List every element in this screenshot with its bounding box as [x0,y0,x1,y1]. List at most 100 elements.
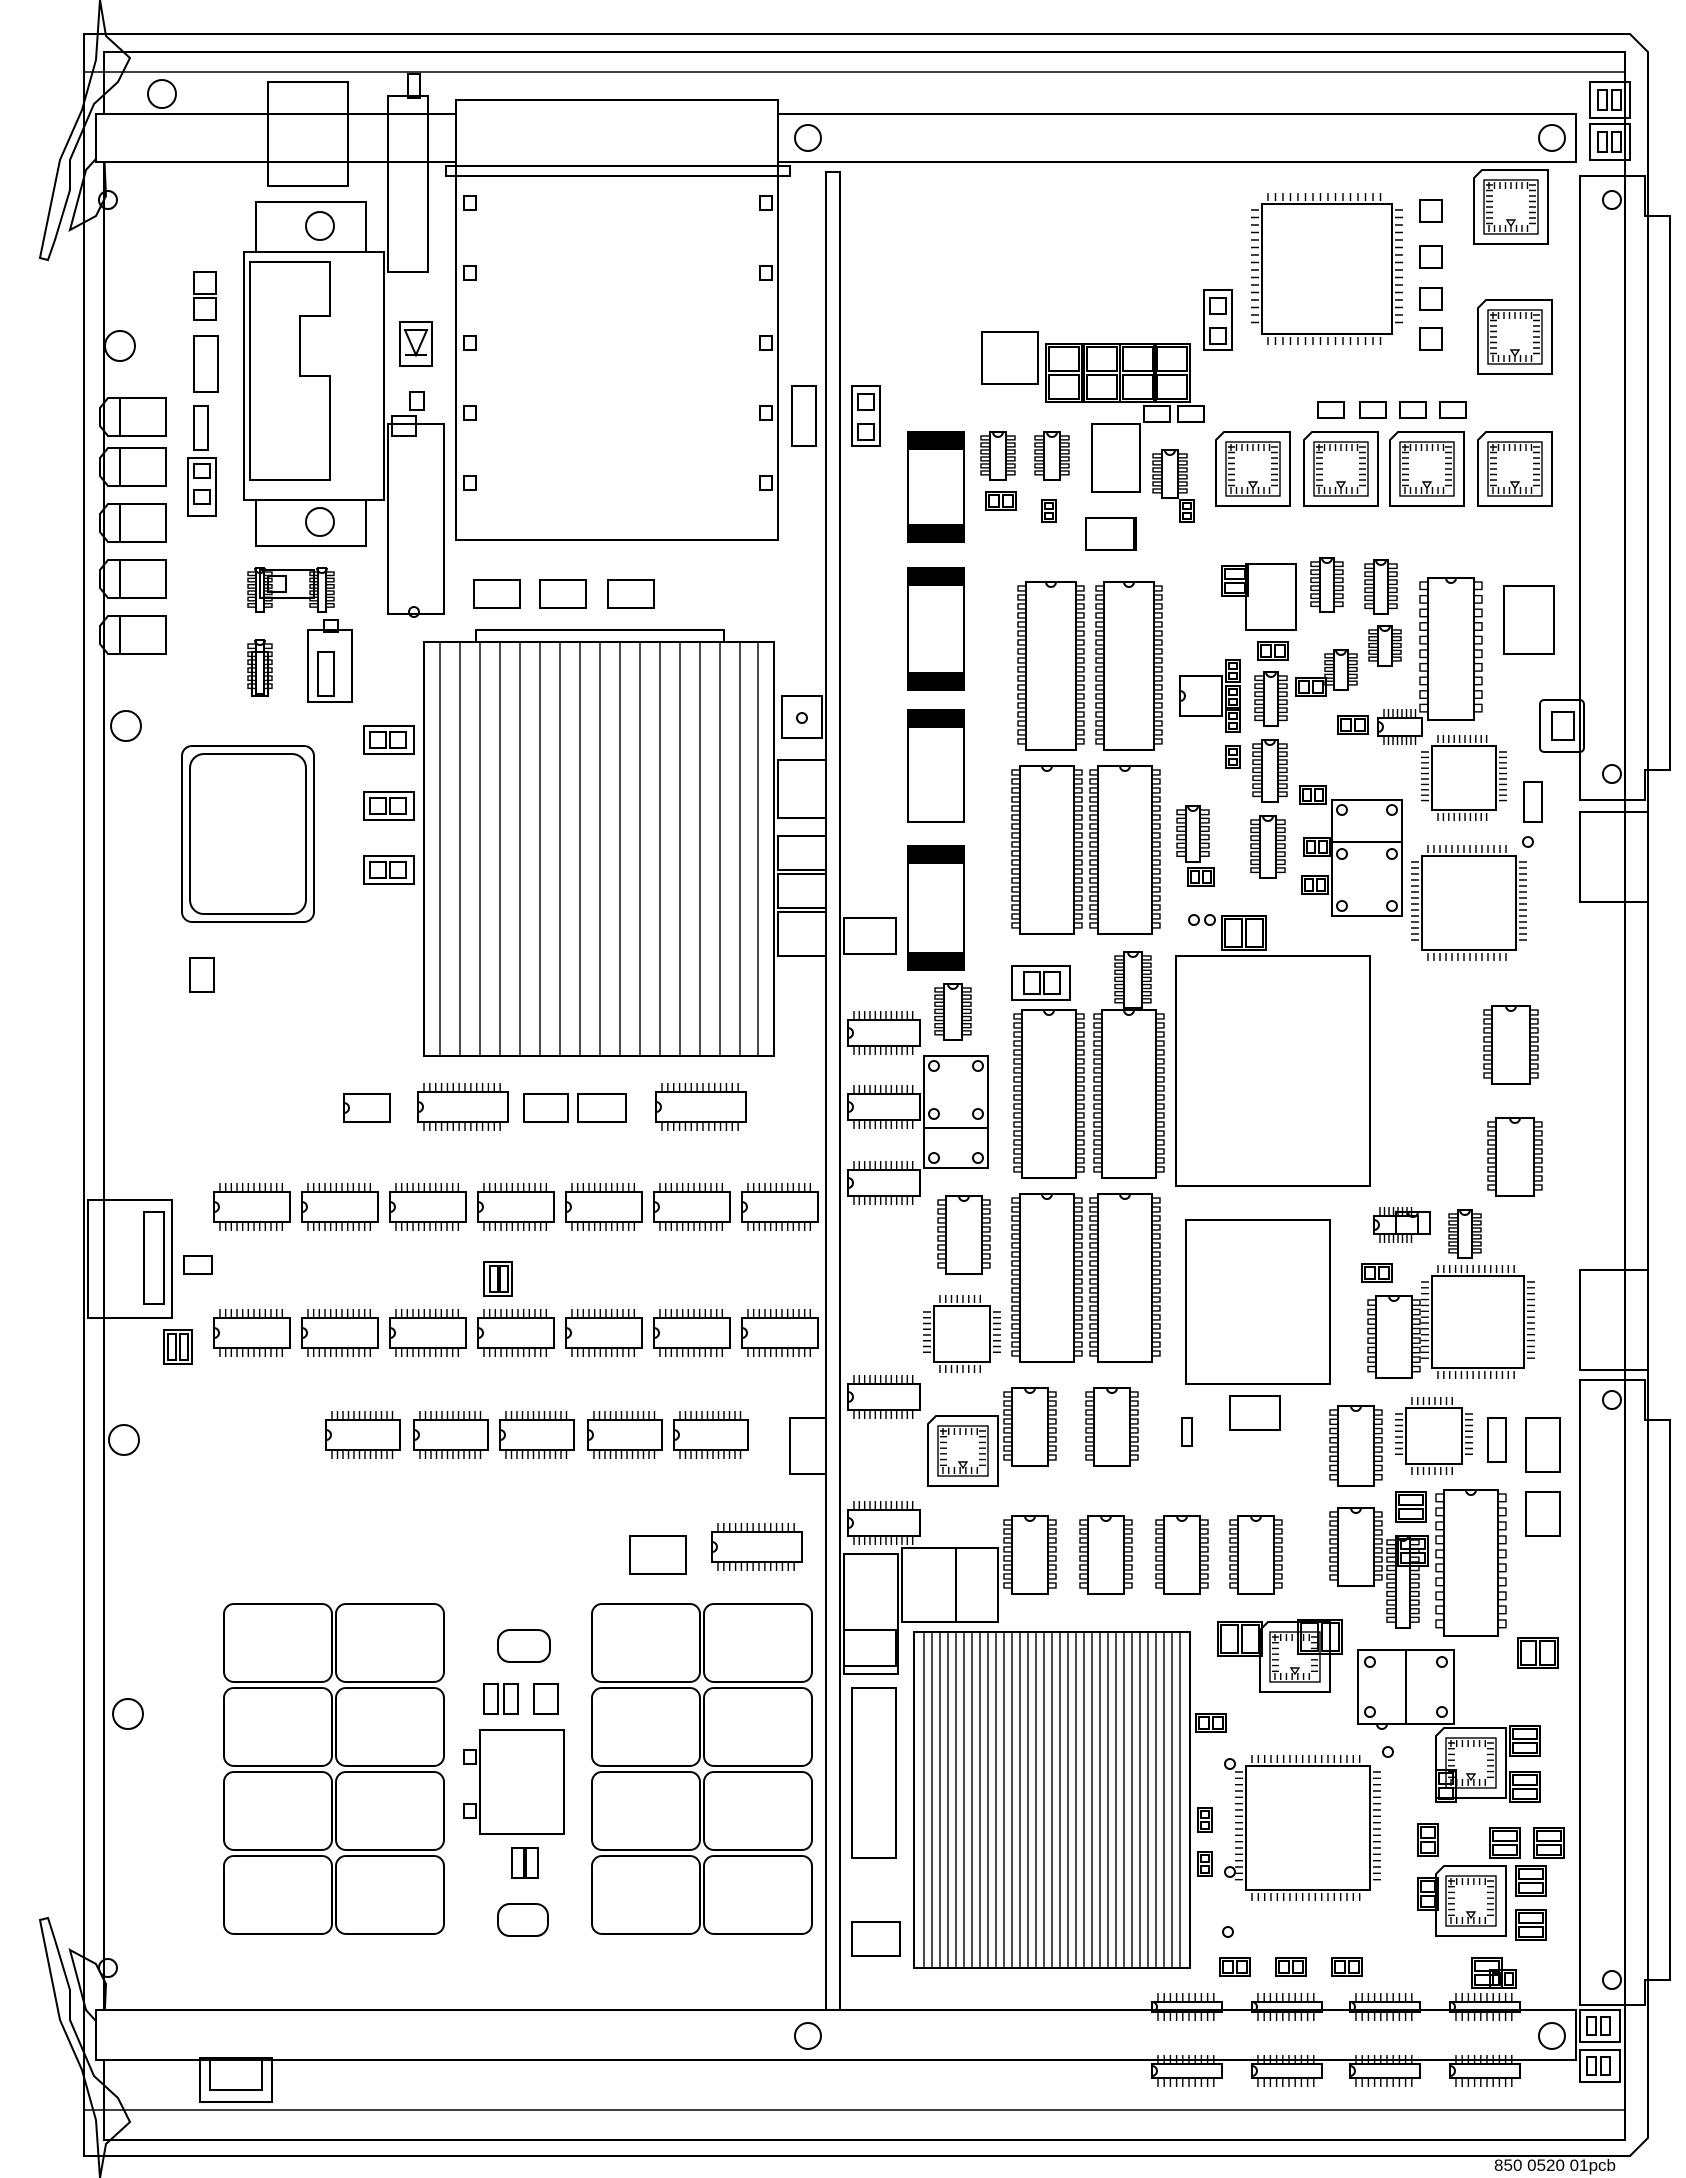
right-component-footprint [1497,1521,1507,1531]
right-component-footprint [1075,1031,1085,1038]
right-component-footprint [1095,738,1105,745]
right-component-footprint [981,1253,991,1260]
right-component-footprint [1025,581,1077,751]
right-component-footprint [1465,1773,1477,1782]
right-component-footprint [1095,702,1105,709]
right-component-footprint [1151,1287,1161,1294]
right-component-footprint [1261,203,1393,335]
right-component-footprint [988,494,1000,508]
right-component-footprint [1512,1728,1538,1740]
right-component-footprint [1152,474,1163,480]
right-component-footprint [1041,1193,1053,1200]
left-component-footprint [717,1523,795,1571]
right-component-footprint [1114,991,1125,997]
right-component-footprint [1075,666,1085,673]
right-component-footprint [1151,778,1161,785]
right-component-footprint [1155,1537,1165,1544]
right-component-footprint [1093,1121,1103,1128]
right-component-footprint [1011,859,1021,866]
left-component-footprint [389,1201,396,1213]
left-component-footprint [741,1317,819,1349]
left-component-footprint [711,1541,718,1553]
right-component-footprint [1435,1769,1457,1803]
left-component-footprint [325,602,335,608]
right-component-footprint [1222,1960,1234,1974]
right-component-footprint [1141,969,1152,975]
right-component-footprint [1151,1233,1161,1240]
right-component-footprint [1011,1323,1021,1330]
right-component-footprint [1497,1563,1507,1573]
right-component-footprint [1151,1197,1161,1204]
right-component-footprint [1419,703,1429,713]
left-component-footprint [301,1191,379,1223]
right-component-footprint [1386,1582,1397,1589]
right-component-footprint [1011,814,1021,821]
right-component-footprint [1273,1528,1283,1535]
right-component-footprint [1277,775,1288,782]
right-component-footprint [1089,922,1099,929]
right-component-footprint [1391,636,1402,642]
right-component-footprint [1329,1455,1339,1463]
right-component-footprint [1497,1493,1507,1503]
right-component-footprint [1043,431,1061,481]
right-component-footprint [1349,2001,1356,2013]
right-component-footprint [1013,1103,1023,1110]
right-component-footprint [1011,895,1021,902]
left-component-footprint [653,1327,660,1339]
right-component-footprint [1044,502,1054,510]
right-component-footprint [1324,673,1335,679]
right-component-footprint [1391,656,1402,662]
right-component-footprint [934,1001,945,1007]
left-component-footprint [499,1429,506,1441]
left-component-footprint [343,1102,350,1114]
right-component-footprint [1011,1314,1021,1321]
right-component-footprint [1455,2055,1513,2087]
left-component-footprint [673,1419,749,1451]
right-component-footprint [1229,1564,1239,1571]
right-component-footprint [1095,621,1105,628]
right-component-footprint [1151,1215,1161,1222]
right-component-footprint [1095,657,1105,664]
right-component-footprint [1083,343,1121,403]
right-component-footprint [1153,603,1163,610]
right-component-footprint [1085,1418,1095,1425]
right-component-footprint [847,1019,921,1047]
right-component-footprint [1089,769,1099,776]
right-component-footprint [1391,629,1402,635]
right-component-footprint [1417,1877,1439,1911]
right-component-footprint [1349,2063,1421,2079]
right-component-footprint [1155,1519,1165,1526]
right-component-footprint [1073,850,1083,857]
right-component-footprint [1141,983,1152,990]
left-component-footprint [747,1183,812,1231]
right-component-footprint [1095,639,1105,646]
right-component-footprint [1409,1608,1420,1615]
right-component-footprint [1318,840,1328,854]
right-component-footprint [1034,456,1045,462]
right-component-footprint [1011,1251,1021,1258]
right-component-footprint [1333,601,1344,608]
right-component-footprint [934,1008,945,1015]
right-component-footprint [1449,2063,1521,2079]
right-component-footprint [1361,1263,1393,1283]
right-component-footprint [1411,1327,1421,1335]
right-component-footprint [1364,587,1375,594]
right-component-footprint [1153,630,1163,637]
right-component-footprint [1182,502,1192,510]
right-component-footprint [1003,1391,1013,1398]
right-component-footprint [1011,1341,1021,1348]
right-component-footprint [1075,657,1085,664]
right-component-footprint [1011,868,1021,875]
right-component-footprint [1487,1121,1497,1128]
left-component-footprint [741,1201,748,1213]
right-component-footprint [937,1262,947,1269]
right-component-footprint [1151,805,1161,812]
right-component-footprint [1497,1507,1507,1517]
right-component-footprint [1103,581,1155,751]
right-component-footprint [1013,1049,1023,1056]
right-component-footprint [1247,481,1259,490]
right-component-footprint [1465,1911,1477,1920]
right-component-footprint [1085,1445,1095,1452]
right-component-footprint [1261,739,1279,803]
left-component-footprint [417,1101,424,1113]
